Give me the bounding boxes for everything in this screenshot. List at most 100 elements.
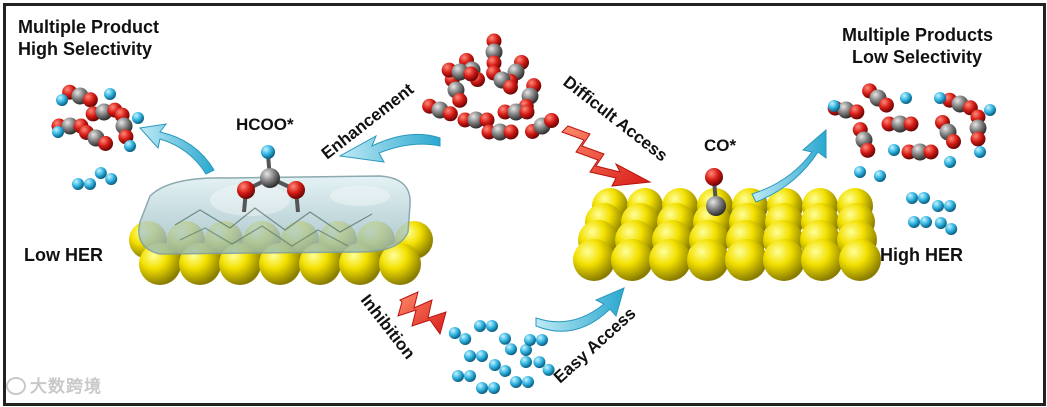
hydrogen-atom — [520, 356, 532, 368]
hydrogen-atom — [920, 216, 932, 228]
oxygen-atom — [878, 97, 894, 113]
left-modification-layer — [138, 175, 411, 255]
oxygen-atom — [503, 124, 519, 140]
oxygen-atom — [860, 142, 876, 158]
left-title-line1: Multiple Product — [18, 17, 159, 37]
carbon-atom — [61, 117, 79, 135]
oxygen-atom — [463, 66, 479, 82]
carbon-atom — [491, 123, 509, 141]
gold-atom — [339, 243, 381, 285]
gold-atom — [611, 239, 653, 281]
hydrogen-atom — [536, 334, 548, 346]
left-title-line2: High Selectivity — [18, 39, 152, 59]
oxygen-atom — [544, 113, 560, 128]
hydrogen-atom — [934, 217, 947, 229]
right-title-line2: Low Selectivity — [852, 47, 982, 67]
hydrogen-atom — [524, 334, 536, 346]
oxygen-atom — [98, 136, 114, 151]
oxygen-atom — [903, 116, 919, 132]
hydrogen-atom — [906, 192, 918, 204]
right-gold-surface — [573, 188, 881, 281]
gold-atom — [649, 239, 691, 281]
watermark-logo-icon — [6, 377, 26, 395]
hydrogen-atom — [918, 192, 930, 204]
hydrogen-atom — [464, 350, 476, 362]
hydrogen-atom — [542, 363, 555, 376]
oxygen-atom — [946, 134, 961, 150]
hydrogen-atom — [476, 382, 488, 394]
oxygen-atom — [82, 92, 98, 108]
gold-atom — [573, 239, 615, 281]
hydrogen-atom — [452, 370, 464, 382]
gold-atom — [299, 243, 341, 285]
hydrogen-atom — [94, 167, 107, 179]
hydrogen-atom — [520, 344, 532, 356]
carbon-atom — [891, 115, 909, 133]
hydrogen-atom — [533, 356, 546, 369]
watermark-text: 大数跨境 — [30, 377, 102, 397]
carbon-atom — [507, 103, 525, 121]
hydrogen-atom — [132, 112, 144, 124]
oxygen-atom — [442, 106, 458, 122]
oxygen-atom — [923, 144, 939, 160]
low-her-label: Low HER — [24, 245, 103, 265]
hydrogen-atom — [874, 170, 886, 182]
hydrogen-atom — [945, 223, 958, 235]
gold-atom — [725, 239, 767, 281]
hydrogen-atom — [486, 320, 498, 332]
hydrogen-atom — [84, 178, 96, 190]
carbon-atom — [485, 43, 503, 61]
enhancement-arrow — [338, 133, 441, 163]
difficult-access-arrow — [561, 125, 652, 187]
hydrogen-atom — [464, 370, 476, 382]
gold-atom — [801, 239, 843, 281]
molecule-clusters — [51, 33, 996, 394]
hydrogen-atom — [974, 146, 986, 158]
hydrogen-atom — [944, 156, 956, 168]
hydrogen-atom — [105, 173, 118, 185]
hydrogen-atom — [52, 126, 64, 138]
oxygen-atom — [452, 92, 468, 108]
hydrogen-atom — [510, 376, 522, 388]
hydrogen-atom — [474, 320, 486, 332]
oxygen-atom — [849, 104, 865, 120]
hydrogen-atom — [124, 140, 136, 152]
right-title-line1: Multiple Products — [842, 25, 993, 45]
hydrogen-atom — [488, 359, 501, 371]
hydrogen-atom — [104, 88, 116, 100]
oxygen-atom — [970, 131, 986, 147]
high-her-label: High HER — [880, 245, 963, 265]
co-adsorbate — [705, 168, 726, 216]
gold-atom — [687, 239, 729, 281]
carbon-atom — [911, 143, 929, 161]
hydrogen-atom — [56, 94, 68, 106]
hydrogen-atom — [900, 92, 912, 104]
carbon-atom — [467, 111, 485, 129]
hydrogen-atom — [499, 332, 511, 345]
hydrogen-atom — [908, 216, 920, 228]
oxygen-atom — [519, 104, 535, 120]
inhibition-arrow — [397, 291, 447, 336]
hydrogen-atom — [505, 343, 517, 356]
hydrogen-atom — [854, 166, 866, 178]
gold-atom — [839, 239, 881, 281]
hydrogen-atom — [932, 200, 944, 212]
hcoo-adsorbate — [237, 145, 305, 213]
easy-access-arrow — [535, 287, 625, 332]
hydrogen-atom — [984, 104, 996, 116]
oxygen-atom — [502, 79, 518, 95]
hcoo-label: HCOO* — [236, 115, 294, 134]
hydrogen-atom — [934, 92, 946, 104]
hydrogen-atom — [499, 365, 512, 377]
hydrogen-atom — [476, 350, 488, 362]
hydrogen-atom — [944, 200, 956, 212]
hydrogen-atom — [828, 100, 840, 112]
gold-atom — [763, 239, 805, 281]
hydrogen-atom — [459, 333, 472, 345]
hydrogen-atom — [888, 144, 900, 156]
oxygen-atom — [479, 112, 495, 128]
co-label: CO* — [704, 136, 737, 155]
hydrogen-atom — [72, 178, 84, 190]
watermark: 大数跨境 — [6, 372, 102, 397]
